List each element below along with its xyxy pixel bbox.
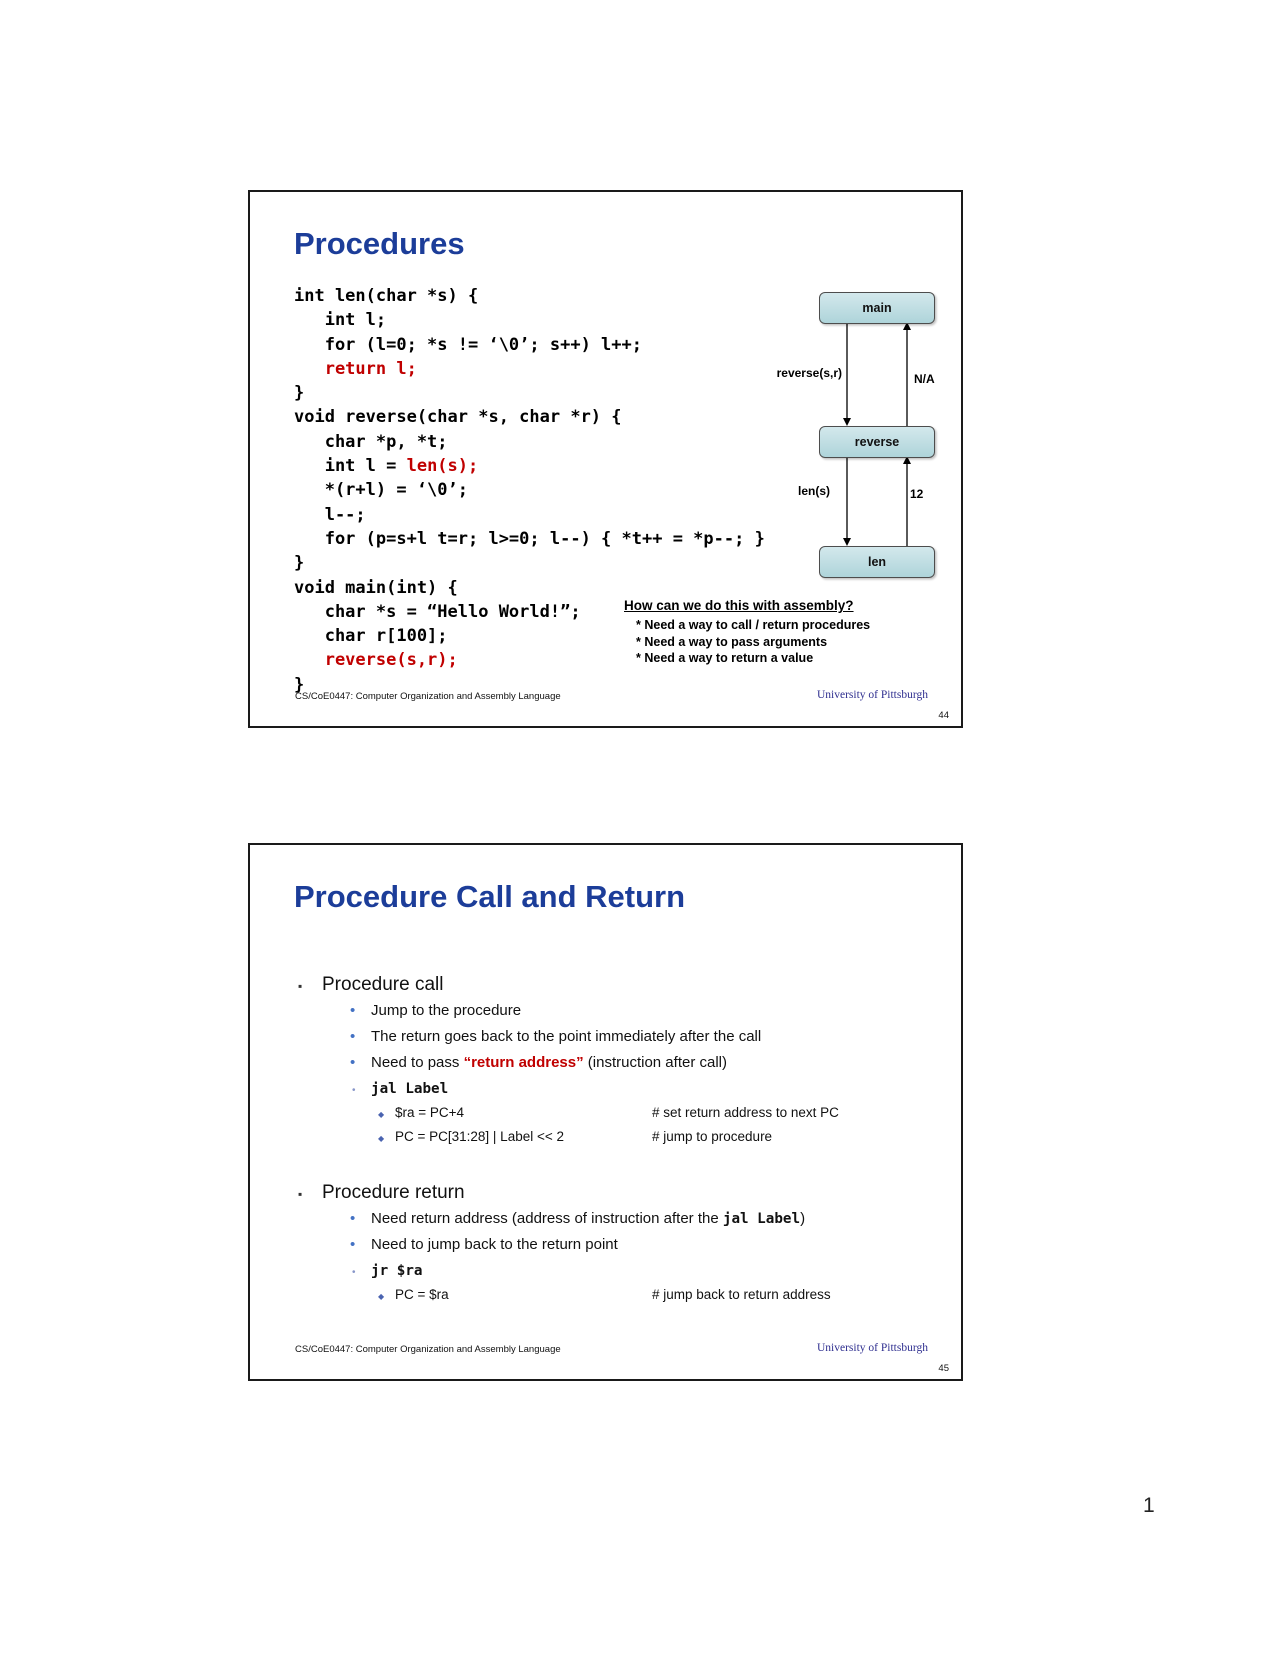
bullet-marker-icon (352, 1258, 371, 1285)
bullet-marker-icon (350, 1232, 371, 1258)
bullet-item: jal Label (294, 1076, 942, 1101)
bullet-item: Procedure return (294, 1179, 942, 1206)
code-line: l--; (294, 504, 366, 525)
slide2-title: Procedure Call and Return (294, 879, 686, 914)
code-line: int len(char *s) { (294, 286, 479, 306)
diagram-label-return-12: 12 (910, 487, 924, 501)
code-line: char r[100]; (294, 626, 448, 647)
assembly-heading: How can we do this with assembly? (624, 598, 854, 613)
bullet-item: jr $ra (294, 1258, 942, 1283)
code-line: for (p=s+l t=r; l>=0; l--) { *t++ = *p--… (294, 528, 765, 549)
code-line: *(r+l) = ‘\0’; (294, 480, 468, 501)
diagram-label-reverse-call: reverse(s,r) (776, 366, 842, 380)
code-line: char *s = “Hello World!”; (294, 601, 581, 622)
bullet-marker-icon (350, 1206, 371, 1232)
bullet-marker-icon (350, 1050, 371, 1076)
slide-page-number: 45 (938, 1363, 949, 1374)
footer-course-name: CS/CoE0447: Computer Organization and As… (295, 691, 561, 702)
code-line: void main(int) { (294, 577, 458, 598)
bullet-marker-icon (350, 998, 371, 1024)
assembly-note: How can we do this with assembly? * Need… (624, 598, 870, 667)
bullet-item: Jump to the procedure (294, 998, 942, 1024)
slide-procedures: Procedures int len(char *s) { int l; for… (248, 190, 963, 728)
code-line: } (294, 674, 305, 695)
slide-procedure-call-return: Procedure Call and Return Procedure call… (248, 843, 963, 1381)
inline-comment: # set return address to next PC (652, 1105, 839, 1120)
bullet-marker-icon (378, 1125, 395, 1151)
diagram-box-reverse: reverse (819, 426, 935, 458)
code-line: return l; (294, 358, 417, 379)
assembly-item: * Need a way to pass arguments (636, 634, 828, 649)
bullet-item: Need to jump back to the return point (294, 1232, 942, 1258)
footer-course-name: CS/CoE0447: Computer Organization and As… (295, 1344, 561, 1355)
code-line: } (294, 383, 305, 404)
inline-comment: # jump to procedure (652, 1129, 773, 1144)
slide-page-number: 44 (938, 710, 949, 721)
code-line: } (294, 553, 305, 574)
bullet-item: Procedure call (294, 971, 942, 998)
call-graph-arrows (843, 322, 911, 546)
diagram-label-len-call: len(s) (798, 484, 831, 498)
bullet-marker-icon (352, 1076, 371, 1103)
bullet-marker-icon (378, 1283, 395, 1309)
bullet-list: Procedure callJump to the procedureThe r… (294, 971, 942, 1307)
bullet-item: $ra = PC+4# set return address to next P… (294, 1101, 942, 1125)
code-block: int len(char *s) { int l; for (l=0; *s !… (294, 284, 765, 697)
code-line: for (l=0; *s != ‘\0’; s++) l++; (294, 334, 642, 355)
bullet-marker-icon (298, 971, 322, 1000)
code-line: void reverse(char *s, char *r) { (294, 407, 622, 428)
inline-comment: # jump back to return address (652, 1287, 831, 1302)
footer-university: University of Pittsburgh (817, 689, 928, 701)
diagram-label-return-na: N/A (914, 372, 935, 386)
bullet-item: PC = $ra# jump back to return address (294, 1283, 942, 1307)
bullet-marker-icon (378, 1101, 395, 1127)
bullet-item: Need to pass “return address” (instructi… (294, 1050, 942, 1076)
code-line: char *p, *t; (294, 431, 448, 452)
bullet-item: PC = PC[31:28] | Label << 2# jump to pro… (294, 1125, 942, 1149)
diagram-box-len: len (819, 546, 935, 578)
bullet-marker-icon (350, 1024, 371, 1050)
footer-university: University of Pittsburgh (817, 1342, 928, 1354)
code-line: int l = len(s); (294, 456, 479, 477)
slide1-title: Procedures (294, 226, 465, 261)
assembly-item: * Need a way to return a value (636, 651, 814, 665)
bullet-item: The return goes back to the point immedi… (294, 1024, 942, 1050)
diagram-box-main: main (819, 292, 935, 324)
bullet-marker-icon (298, 1179, 322, 1208)
code-line: int l; (294, 310, 387, 331)
code-line: reverse(s,r); (294, 650, 458, 671)
assembly-item: * Need a way to call / return procedures (636, 618, 871, 632)
bullet-item: Need return address (address of instruct… (294, 1206, 942, 1232)
sheet-page-number: 1 (1143, 1494, 1155, 1517)
